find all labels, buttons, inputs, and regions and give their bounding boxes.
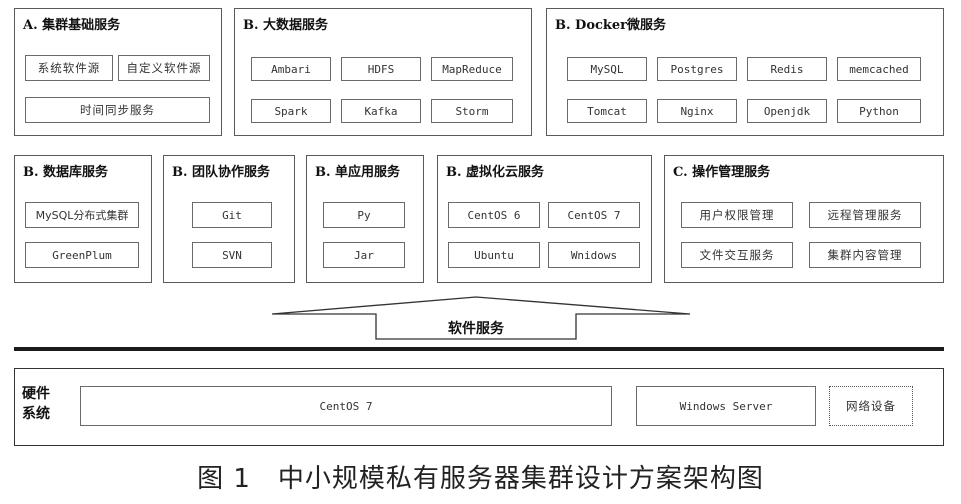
panel-hardware [14,368,944,446]
panel-bigdata: B. 大数据服务 Ambari HDFS MapReduce Spark Kaf… [234,8,532,136]
node-network-devices: 网络设备 [829,386,913,426]
panel-database: B. 数据库服务 MySQL分布式集群 GreenPlum [14,155,152,283]
node-redis: Redis [747,57,827,81]
panel-virtual-cloud: B. 虚拟化云服务 CentOS 6 CentOS 7 Ubuntu Wnido… [437,155,652,283]
node-kafka: Kafka [341,99,421,123]
panel-title: B. 单应用服务 [315,165,401,180]
node-nginx: Nginx [657,99,737,123]
node-python: Python [837,99,921,123]
node-centos6: CentOS 6 [448,202,540,228]
layer-divider [14,347,944,351]
panel-docker: B. Docker微服务 MySQL Postgres Redis memcac… [546,8,944,136]
node-hdfs: HDFS [341,57,421,81]
panel-title: A. 集群基础服务 [23,18,121,33]
panel-cluster-basic: A. 集群基础服务 系统软件源 自定义软件源 时间同步服务 [14,8,222,136]
panel-title: B. 数据库服务 [23,165,109,180]
node-time-sync: 时间同步服务 [25,97,210,123]
figure-caption: 图 1 中小规模私有服务器集群设计方案架构图 [197,464,764,494]
node-mysql: MySQL [567,57,647,81]
panel-single-app: B. 单应用服务 Py Jar [306,155,424,283]
node-ambari: Ambari [251,57,331,81]
node-git: Git [192,202,272,228]
node-mysql-cluster: MySQL分布式集群 [25,202,139,228]
node-ubuntu: Ubuntu [448,242,540,268]
node-hw-centos7: CentOS 7 [80,386,612,426]
up-arrow-icon [271,296,691,340]
node-remote-management: 远程管理服务 [809,202,921,228]
node-system-repo: 系统软件源 [25,55,113,81]
node-centos7: CentOS 7 [548,202,640,228]
node-storm: Storm [431,99,513,123]
node-memcached: memcached [837,57,921,81]
panel-title: B. Docker微服务 [555,18,667,33]
node-mapreduce: MapReduce [431,57,513,81]
node-spark: Spark [251,99,331,123]
hardware-label: 硬件系统 [22,386,50,422]
node-greenplum: GreenPlum [25,242,139,268]
node-cluster-content: 集群内容管理 [809,242,921,268]
panel-ops-management: C. 操作管理服务 用户权限管理 远程管理服务 文件交互服务 集群内容管理 [664,155,944,283]
arrow-label: 软件服务 [448,321,504,337]
node-postgres: Postgres [657,57,737,81]
panel-title: B. 团队协作服务 [172,165,271,180]
node-jar: Jar [323,242,405,268]
node-py: Py [323,202,405,228]
panel-team-collab: B. 团队协作服务 Git SVN [163,155,295,283]
node-svn: SVN [192,242,272,268]
panel-title: C. 操作管理服务 [673,165,771,180]
node-user-permission: 用户权限管理 [681,202,793,228]
node-file-exchange: 文件交互服务 [681,242,793,268]
panel-title: B. 虚拟化云服务 [446,165,545,180]
node-custom-repo: 自定义软件源 [118,55,210,81]
node-tomcat: Tomcat [567,99,647,123]
node-windows: Wnidows [548,242,640,268]
node-windows-server: Windows Server [636,386,816,426]
node-openjdk: Openjdk [747,99,827,123]
panel-title: B. 大数据服务 [243,18,329,33]
